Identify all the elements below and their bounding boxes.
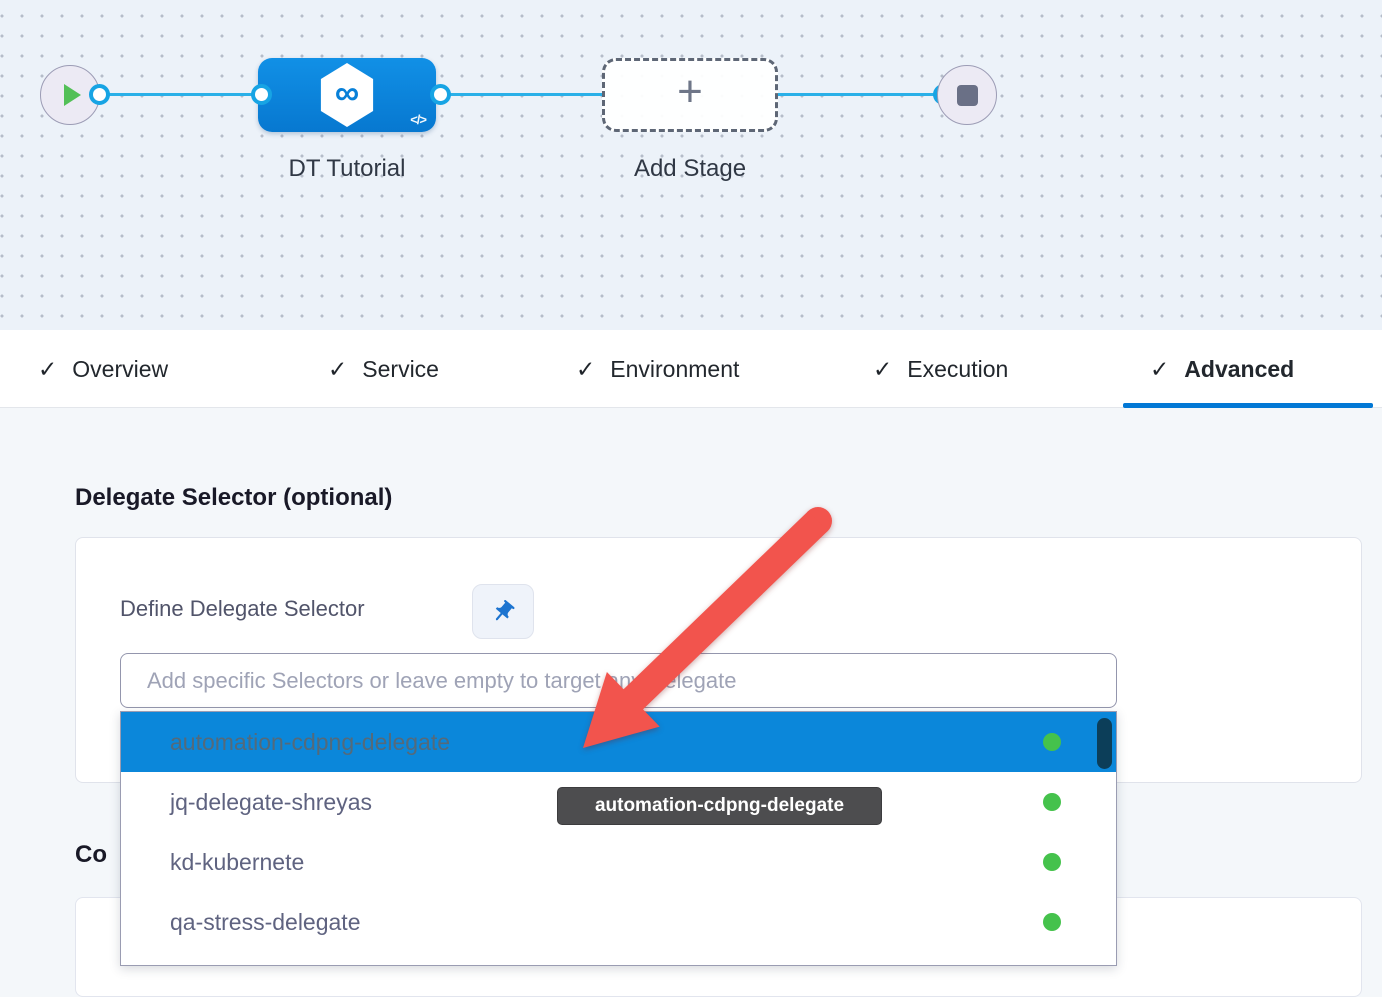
plus-icon: + [677, 67, 703, 117]
stop-icon [956, 84, 978, 106]
pin-toggle-button[interactable] [472, 584, 534, 639]
tab-environment[interactable]: ✓ Environment [576, 330, 739, 408]
option-tooltip: automation-cdpng-delegate [557, 787, 882, 825]
stage-in-port[interactable] [251, 84, 272, 105]
infinity-glyph: ∞ [334, 74, 360, 112]
start-node-out-port[interactable] [89, 84, 110, 105]
status-green-dot [1043, 793, 1061, 811]
pipeline-canvas[interactable]: ∞ </> DT Tutorial + Add Stage [0, 0, 1382, 330]
stage-tabbar: ✓ Overview ✓ Service ✓ Environment ✓ Exe… [0, 330, 1382, 408]
delegate-options-dropdown: automation-cdpng-delegate jq-delegate-sh… [120, 711, 1117, 966]
tooltip-text: automation-cdpng-delegate [594, 795, 845, 816]
option-label: qa-stress-delegate [170, 908, 361, 935]
pipeline-end-node[interactable] [937, 65, 997, 125]
stage-node-dt-tutorial[interactable]: ∞ </> [258, 58, 436, 132]
tab-label: Environment [610, 355, 740, 382]
edge-addstage-to-end [778, 93, 943, 96]
option-label: kd-kubernete [170, 848, 305, 875]
dropdown-option[interactable]: jq-delegate-shreyas [121, 772, 1116, 832]
dropdown-option[interactable]: automation-cdpng-delegate [121, 712, 1116, 772]
check-icon: ✓ [1150, 355, 1170, 382]
status-green-dot [1043, 733, 1061, 751]
tab-overview[interactable]: ✓ Overview [38, 330, 168, 408]
option-label: automation-cdpng-delegate [170, 728, 451, 755]
define-delegate-selector-label: Define Delegate Selector [120, 596, 365, 621]
tab-execution[interactable]: ✓ Execution [873, 330, 1008, 408]
tab-service[interactable]: ✓ Service [328, 330, 439, 408]
tab-label: Service [362, 355, 439, 382]
status-green-dot [1043, 913, 1061, 931]
harness-cd-logo-icon: ∞ [320, 63, 374, 127]
next-section-heading-partial: Co [75, 841, 107, 868]
check-icon: ✓ [38, 355, 58, 382]
tab-label: Overview [72, 355, 169, 382]
add-stage-label: Add Stage [633, 155, 747, 182]
edge-start-to-stage [97, 93, 262, 96]
pushpin-icon [495, 599, 515, 620]
check-icon: ✓ [328, 355, 348, 382]
active-tab-underline [1123, 403, 1373, 408]
dropdown-option[interactable]: qa-stress-delegate [121, 892, 1116, 952]
add-stage-button[interactable]: + [602, 58, 778, 132]
dropdown-option[interactable]: kd-kubernete [121, 832, 1116, 892]
edge-stage-to-addstage [437, 93, 605, 96]
stage-label: DT Tutorial [288, 155, 406, 182]
dropdown-scrollbar-thumb[interactable] [1097, 718, 1112, 769]
code-icon[interactable]: </> [410, 112, 427, 127]
delegate-selector-input[interactable] [120, 653, 1117, 708]
check-icon: ✓ [576, 355, 596, 382]
delegate-selector-heading: Delegate Selector (optional) [75, 484, 393, 511]
tab-label: Advanced [1184, 355, 1295, 382]
play-icon [64, 84, 81, 106]
status-green-dot [1043, 853, 1061, 871]
option-label: jq-delegate-shreyas [170, 788, 373, 815]
stage-out-port[interactable] [430, 84, 451, 105]
tab-label: Execution [907, 355, 1009, 382]
tab-advanced[interactable]: ✓ Advanced [1150, 330, 1294, 408]
check-icon: ✓ [873, 355, 893, 382]
